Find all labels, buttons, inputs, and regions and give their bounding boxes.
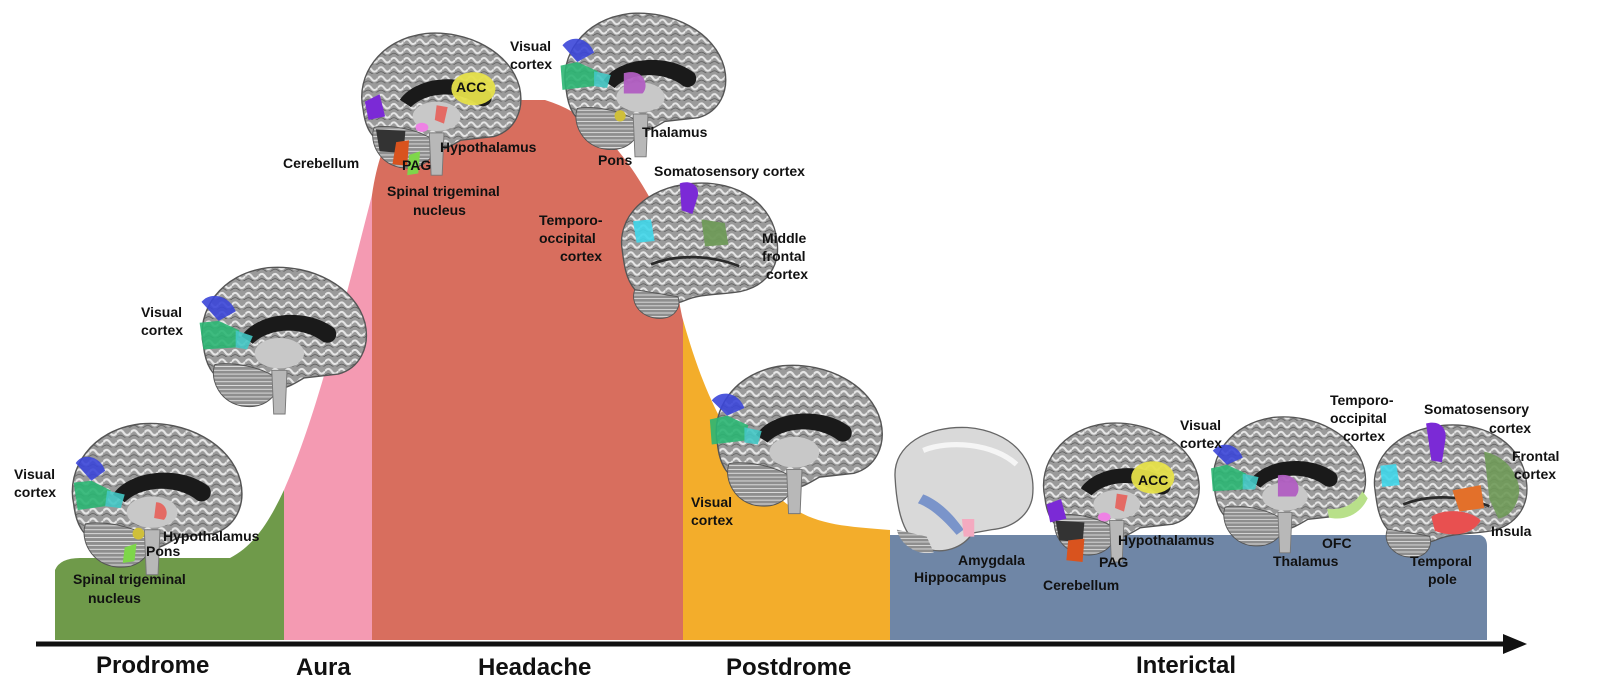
label-headache-pag: PAG: [402, 157, 431, 173]
region-pag: [415, 123, 428, 132]
region-middle-frontal: [701, 219, 728, 246]
label-prodrome-pons: Pons: [146, 543, 180, 559]
aura-area: [284, 195, 372, 640]
label-headache-hypothalamus: Hypothalamus: [440, 139, 537, 155]
brain-postdrome: [710, 365, 882, 513]
phase-label-prodrome: Prodrome: [96, 652, 209, 679]
brain-interictal-1: [895, 427, 1033, 553]
phase-label-headache: Headache: [478, 654, 591, 681]
phase-label-aura: Aura: [296, 654, 351, 681]
label-prodrome-visual-cortex: Visual cortex: [14, 466, 59, 500]
headache-area: [372, 100, 683, 640]
label-interictal3-thalamus: Thalamus: [1273, 553, 1339, 569]
region-pag: [1098, 513, 1111, 522]
label-headache2-visual-cortex: Visual cortex: [510, 38, 555, 72]
region-amygdala: [962, 519, 974, 537]
label-prodrome-hypothalamus: Hypothalamus: [163, 528, 260, 544]
label-headache3-middle-frontal: Middle frontal cortex: [762, 230, 810, 282]
label-aura-visual-cortex: Visual cortex: [141, 304, 186, 338]
label-headache2-pons: Pons: [598, 152, 632, 168]
label-interictal-cerebellum: Cerebellum: [1043, 577, 1119, 593]
label-interictal3-ofc: OFC: [1322, 535, 1352, 551]
phase-label-interictal: Interictal: [1136, 652, 1236, 679]
label-interictal3-visual-cortex: Visual cortex: [1180, 417, 1225, 451]
label-interictal-acc: ACC: [1138, 472, 1168, 488]
label-headache-cerebellum: Cerebellum: [283, 155, 359, 171]
region-pons: [615, 110, 626, 121]
region-cerebellum-orange: [1066, 539, 1084, 562]
brain-headache-3: [622, 182, 778, 318]
label-interictal4-insula: Insula: [1491, 523, 1532, 539]
label-interictal-pag: PAG: [1099, 554, 1128, 570]
phase-labels: Prodrome Aura Headache Postdrome Interic…: [96, 652, 1236, 681]
label-interictal-amygdala: Amygdala: [958, 552, 1025, 568]
region-cerebellum-dark: [1056, 521, 1085, 543]
region-temporo-occipital: [633, 219, 655, 242]
time-axis-arrowhead: [1503, 634, 1527, 654]
label-interictal-hypothalamus: Hypothalamus: [1118, 532, 1215, 548]
label-headache3-somatosensory: Somatosensory cortex: [654, 163, 805, 179]
label-headache-acc: ACC: [456, 79, 486, 95]
region-pons: [133, 528, 145, 540]
label-interictal-hippocampus: Hippocampus: [914, 569, 1007, 585]
phase-label-postdrome: Postdrome: [726, 654, 851, 681]
label-headache2-thalamus: Thalamus: [642, 124, 708, 140]
